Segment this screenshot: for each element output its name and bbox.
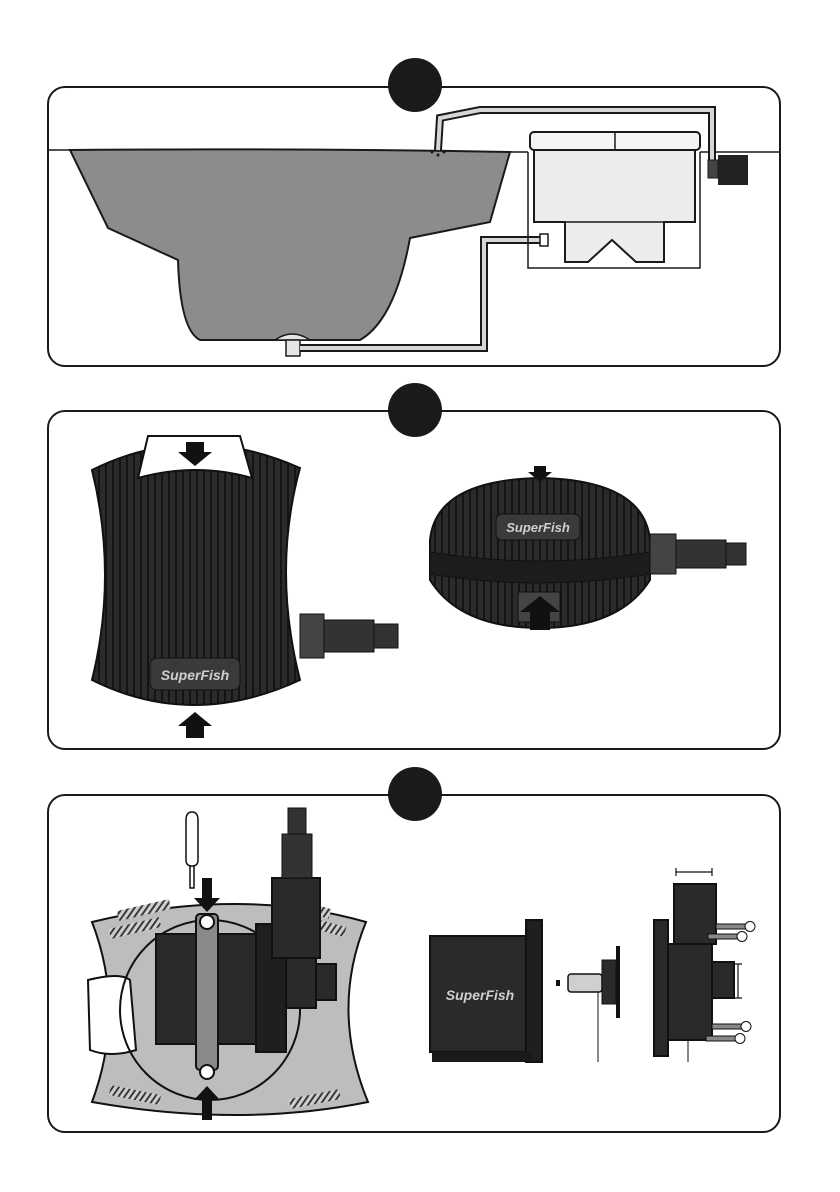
vertical-outlet (272, 878, 320, 958)
brand-label-top: SuperFish (161, 667, 229, 683)
strap-screw-top (200, 915, 214, 929)
screw-icon (716, 922, 755, 932)
pump-side-view: SuperFish (430, 478, 746, 628)
strap-screw-bottom (200, 1065, 214, 1079)
impeller (568, 974, 602, 992)
outlet-fitting-side (650, 534, 676, 574)
arrow-up-icon (178, 712, 212, 738)
drain-pipe (286, 340, 300, 356)
pump-top-view: SuperFish (92, 436, 398, 705)
brand-label-motor: SuperFish (446, 987, 514, 1003)
volute (668, 944, 712, 1040)
outlet-fitting-top (300, 614, 324, 658)
filter-tank (534, 148, 695, 262)
filter-pump (718, 155, 748, 185)
brand-label-side: SuperFish (506, 520, 570, 535)
screw-icon (712, 1022, 751, 1032)
width-dimension (676, 868, 712, 876)
impeller-shaft (556, 980, 560, 986)
housing-window (88, 976, 136, 1054)
exploded-view: SuperFish (430, 868, 755, 1062)
pond-water (70, 149, 510, 340)
filter-housing-view (88, 808, 368, 1115)
pond-scene (47, 110, 781, 356)
screwdriver-icon (186, 812, 198, 888)
retaining-strap (196, 914, 218, 1070)
volute-plate (654, 920, 668, 1056)
height-dimension (734, 964, 742, 998)
